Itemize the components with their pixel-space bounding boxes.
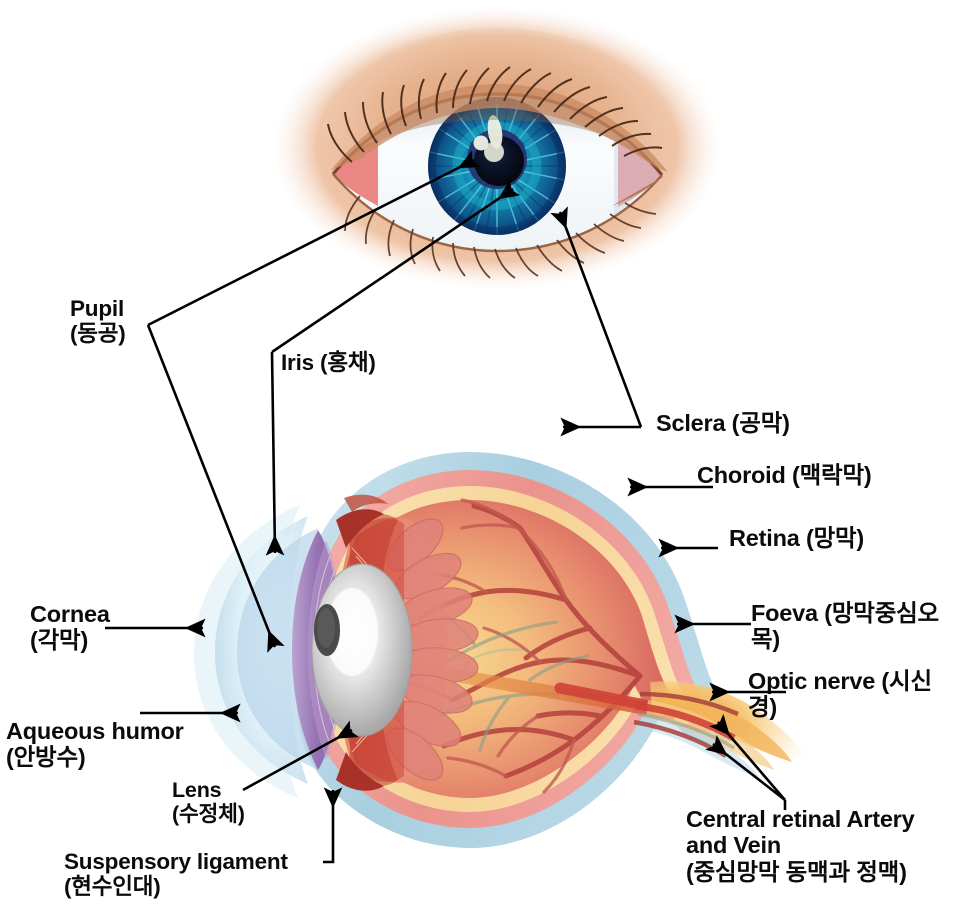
leader-sclera-front (550, 206, 643, 428)
label-sclera: Sclera (공막) (656, 410, 790, 436)
leader-iris-front (271, 179, 521, 354)
label-foeva: Foeva (망막중심오목) (751, 600, 939, 653)
label-cornea: Cornea(각막) (30, 601, 110, 654)
leader-lens (242, 720, 359, 792)
label-lens: Lens(수정체) (172, 778, 245, 827)
label-suspensory-ligament: Suspensory ligament(현수인대) (64, 849, 288, 900)
eyeball-cross-section-illustration (193, 452, 812, 848)
label-iris: Iris (홍채) (281, 350, 376, 375)
leader-iris-section (265, 351, 285, 556)
leader-central-vessels-2 (705, 735, 786, 802)
frontal-eye-illustration (275, 8, 719, 288)
label-optic-nerve: Optic nerve (시신경) (748, 668, 932, 721)
label-pupil: Pupil(동공) (70, 296, 126, 347)
label-aqueous-humor: Aqueous humor(안방수) (6, 718, 184, 771)
leader-suspensory-ligament (323, 787, 343, 864)
leader-central-vessels-1 (709, 713, 786, 801)
label-retina: Retina (망막) (729, 525, 865, 551)
label-choroid: Choroid (맥락막) (697, 462, 872, 488)
leader-pupil-front (147, 150, 481, 327)
leader-pupil-section (146, 324, 285, 653)
label-central-retinal-vessels: Central retinal Artery and Vein(중심망막 동맥과… (686, 806, 915, 885)
